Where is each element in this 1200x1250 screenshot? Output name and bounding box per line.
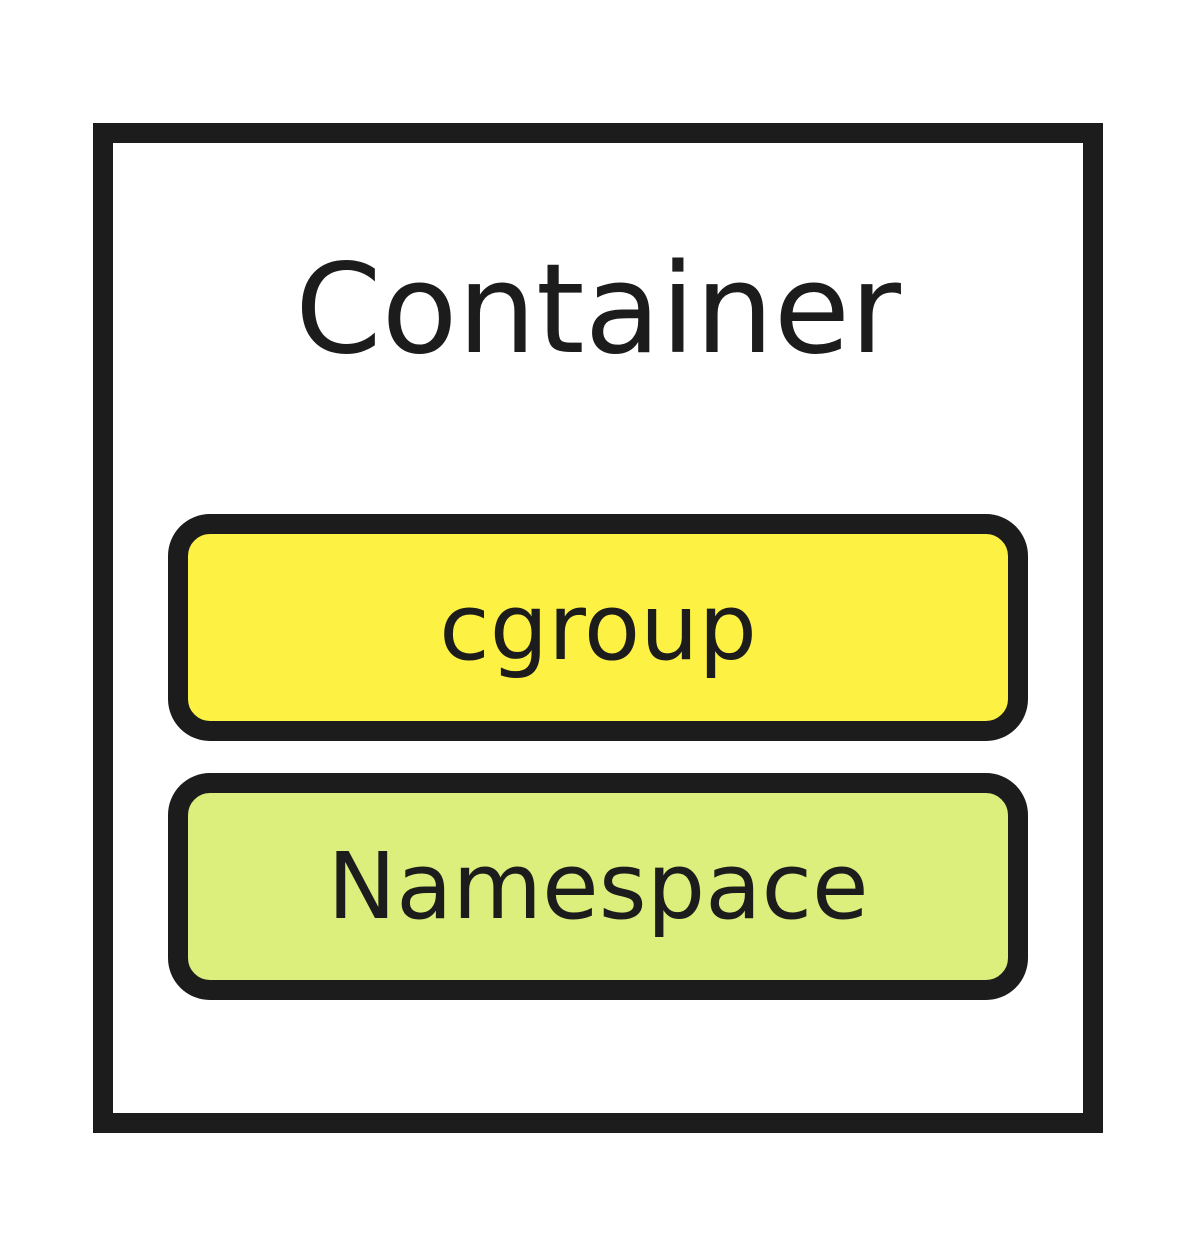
namespace-box: Namespace: [168, 773, 1028, 1000]
cgroup-label: cgroup: [439, 574, 757, 681]
cgroup-box: cgroup: [168, 514, 1028, 741]
container-label: Container: [295, 238, 901, 382]
namespace-label: Namespace: [327, 833, 869, 940]
